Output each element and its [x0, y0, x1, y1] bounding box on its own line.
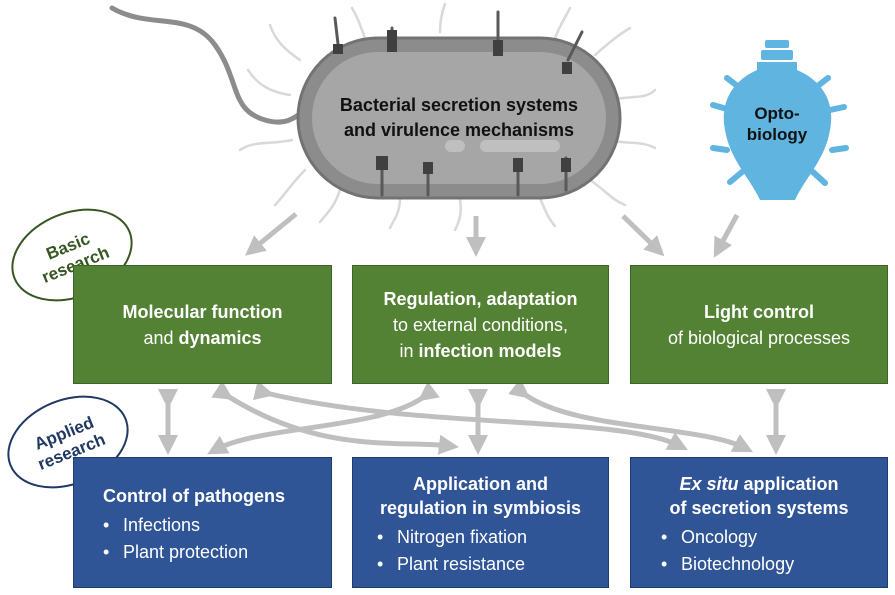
list-item: Plant resistance — [377, 551, 608, 578]
control-of-pathogens-box: Control of pathogens Infections Plant pr… — [73, 457, 332, 588]
molecular-title: Molecular function — [122, 301, 283, 322]
bulb-label-line1: Opto- — [754, 104, 800, 123]
ex-situ-title-line2: of secretion systems — [669, 498, 849, 518]
bacterium-label: Bacterial secretion systems and virulenc… — [318, 93, 600, 143]
ex-situ-application: application — [738, 474, 839, 494]
list-item: Plant protection — [103, 539, 331, 566]
lightbulb-icon — [710, 40, 849, 200]
symbiosis-title-line1: Application and — [413, 474, 548, 494]
ex-situ-italic: Ex situ — [679, 474, 739, 494]
pathogens-list: Infections Plant protection — [74, 512, 331, 566]
list-item: Oncology — [661, 524, 887, 551]
bacterium-organelle — [480, 140, 560, 152]
symbiosis-box: Application and regulation in symbiosis … — [352, 457, 609, 588]
regulation-conditions: to external conditions, — [392, 314, 569, 335]
bacterium-label-line2: and virulence mechanisms — [343, 120, 575, 140]
list-item: Nitrogen fixation — [377, 524, 608, 551]
arrows-top — [245, 212, 740, 258]
molecular-dynamics: dynamics — [178, 327, 262, 348]
ex-situ-box: Ex situ application of secretion systems… — [630, 457, 888, 588]
bulb-label-line2: biology — [746, 125, 808, 144]
list-item: Biotechnology — [661, 551, 887, 578]
pathogens-title: Control of pathogens — [103, 486, 285, 506]
bacterium-label-line1: Bacterial secretion systems — [339, 95, 579, 115]
regulation-box: Regulation, adaptation to external condi… — [352, 265, 609, 384]
molecular-and: and — [143, 327, 179, 348]
list-item: Infections — [103, 512, 331, 539]
symbiosis-list: Nitrogen fixation Plant resistance — [353, 524, 608, 578]
flagellum-tail — [109, 5, 308, 125]
symbiosis-title-line2: regulation in symbiosis — [379, 498, 582, 518]
light-subtitle: of biological processes — [667, 327, 851, 348]
ex-situ-list: Oncology Biotechnology — [631, 524, 887, 578]
bulb-label: Opto- biology — [737, 103, 817, 145]
arrows-bidirectional — [158, 378, 786, 455]
light-control-box: Light control of biological processes — [630, 265, 888, 384]
regulation-in: in — [399, 340, 419, 361]
ex-situ-title-line1: Ex situ application — [631, 472, 887, 496]
secretion-bases — [333, 30, 572, 174]
light-title: Light control — [704, 301, 814, 322]
regulation-title: Regulation, adaptation — [383, 288, 578, 309]
bacterium-organelle — [445, 140, 465, 152]
regulation-infection-models: infection models — [418, 340, 562, 361]
molecular-function-box: Molecular function and dynamics — [73, 265, 332, 384]
